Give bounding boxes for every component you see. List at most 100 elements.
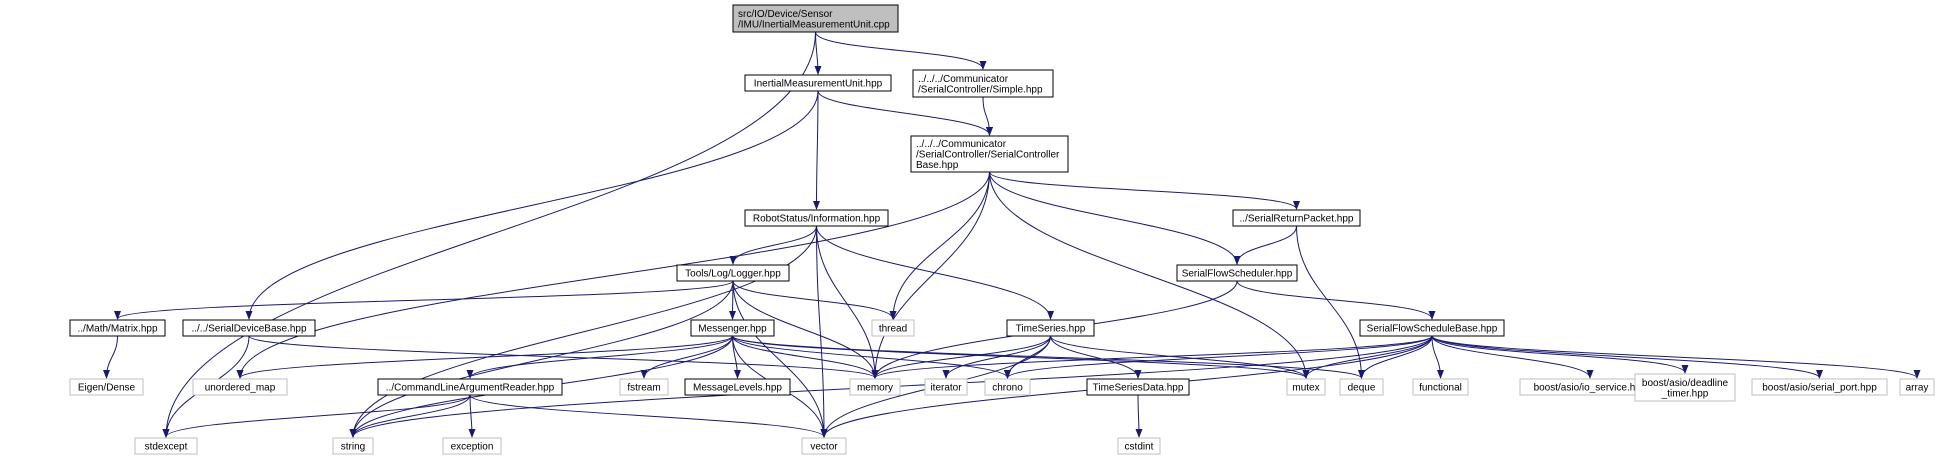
- node-tsdata[interactable]: TimeSeriesData.hpp: [1086, 378, 1190, 396]
- node-label-fstream: fstream: [627, 383, 660, 394]
- edge-timeseries-to-iterator: [942, 335, 1051, 379]
- node-msglevels[interactable]: MessageLevels.hpp: [684, 378, 791, 396]
- node-timeseries[interactable]: TimeSeries.hpp: [1006, 319, 1095, 337]
- edge-messenger-to-deque: [732, 335, 1365, 379]
- node-label-simple: /SerialController/Simple.hpp: [918, 84, 1043, 95]
- node-layer: src/IO/Device/Sensor/IMU/InertialMeasure…: [69, 4, 1935, 455]
- edge-fsbase-to-io_service: [1431, 335, 1594, 379]
- node-box-vector: [801, 437, 847, 455]
- node-matrix[interactable]: ../Math/Matrix.hpp: [69, 319, 166, 337]
- node-box-retpkt: [1232, 209, 1361, 227]
- edge-fsbase-to-mutex: [1302, 335, 1433, 379]
- edge-root-to-simple: [815, 31, 987, 70]
- node-box-array: [1899, 378, 1935, 396]
- edge-devbase-to-memory: [248, 335, 879, 379]
- edge-info-to-string: [349, 225, 817, 438]
- node-box-mutex: [1286, 378, 1326, 396]
- node-label-deque: deque: [1348, 383, 1376, 394]
- node-box-deque: [1339, 378, 1384, 396]
- edge-fsbase-to-functional: [1431, 335, 1444, 379]
- node-eigen: Eigen/Dense: [69, 378, 144, 396]
- node-box-sc_base: [910, 135, 1069, 173]
- node-info[interactable]: RobotStatus/Information.hpp: [744, 209, 889, 227]
- node-fstream: fstream: [619, 378, 669, 396]
- node-label-serial_port: boost/asio/serial_port.hpp: [1762, 383, 1877, 394]
- node-retpkt[interactable]: ../SerialReturnPacket.hpp: [1232, 209, 1361, 227]
- node-box-stdexcept: [134, 437, 198, 455]
- node-label-imu_hpp: InertialMeasurementUnit.hpp: [754, 79, 883, 90]
- node-sc_base[interactable]: ../../../Communicator/SerialController/S…: [910, 135, 1069, 173]
- node-box-thread: [871, 319, 915, 337]
- node-vector: vector: [801, 437, 847, 455]
- node-box-serial_port: [1751, 378, 1888, 396]
- edge-tsdata-to-cstdint: [1135, 394, 1143, 438]
- node-box-cstdint: [1117, 437, 1161, 455]
- node-array: array: [1899, 378, 1935, 396]
- edge-root-to-imu_hpp: [814, 31, 822, 75]
- edge-info-to-memory: [816, 225, 879, 379]
- node-umap: unordered_map: [192, 378, 288, 396]
- node-messenger[interactable]: Messenger.hpp: [690, 319, 775, 337]
- edge-retpkt-to-flowsched: [1233, 225, 1297, 265]
- node-simple[interactable]: ../../../Communicator/SerialController/S…: [912, 69, 1054, 98]
- node-label-msglevels: MessageLevels.hpp: [693, 383, 782, 394]
- node-chrono: chrono: [984, 378, 1031, 396]
- node-label-eigen: Eigen/Dense: [78, 383, 136, 394]
- edge-layer: [103, 31, 1921, 438]
- node-devbase[interactable]: ../../SerialDeviceBase.hpp: [182, 319, 316, 337]
- node-box-msglevels: [684, 378, 791, 396]
- node-root[interactable]: src/IO/Device/Sensor/IMU/InertialMeasure…: [732, 4, 899, 33]
- node-label-deadline: boost/asio/deadline: [1642, 378, 1729, 389]
- node-label-iterator: iterator: [930, 383, 962, 394]
- edge-imu_hpp-to-devbase: [245, 90, 819, 320]
- node-label-sc_base: ../../../Communicator: [916, 139, 1007, 150]
- edge-logger-to-vector: [732, 280, 828, 438]
- node-box-fsbase: [1359, 319, 1505, 337]
- edge-messenger-to-memory: [732, 335, 879, 379]
- node-label-thread: thread: [879, 324, 907, 335]
- node-cmdline[interactable]: ../CommandLineArgumentReader.hpp: [377, 378, 563, 396]
- node-fsbase[interactable]: SerialFlowScheduleBase.hpp: [1359, 319, 1505, 337]
- edge-sc_base-to-thread: [889, 171, 990, 320]
- node-box-info: [744, 209, 889, 227]
- node-box-chrono: [984, 378, 1031, 396]
- node-label-sc_base: /SerialController/SerialController: [916, 150, 1060, 161]
- edge-logger-to-thread: [732, 280, 897, 320]
- node-label-flowsched: SerialFlowScheduler.hpp: [1182, 269, 1293, 280]
- node-label-functional: functional: [1419, 383, 1462, 394]
- node-imu_hpp[interactable]: InertialMeasurementUnit.hpp: [744, 74, 892, 92]
- edge-cmdline-to-stdexcept: [162, 394, 471, 438]
- edge-sc_base-to-umap: [236, 171, 990, 379]
- node-label-string: string: [341, 442, 365, 453]
- edge-messenger-to-cmdline: [466, 335, 733, 379]
- node-box-matrix: [69, 319, 166, 337]
- edge-flowsched-to-fsbase: [1236, 280, 1436, 320]
- node-label-logger: Tools/Log/Logger.hpp: [685, 269, 781, 280]
- node-serial_port: boost/asio/serial_port.hpp: [1751, 378, 1888, 396]
- node-label-retpkt: ../SerialReturnPacket.hpp: [1240, 214, 1354, 225]
- node-box-eigen: [69, 378, 144, 396]
- node-label-vector: vector: [810, 442, 838, 453]
- edge-info-to-vector: [816, 225, 828, 438]
- edge-fsbase-to-array: [1431, 335, 1921, 379]
- node-memory: memory: [849, 378, 901, 396]
- edge-matrix-to-eigen: [103, 335, 118, 379]
- node-label-fsbase: SerialFlowScheduleBase.hpp: [1367, 324, 1498, 335]
- node-label-root: /IMU/InertialMeasurementUnit.cpp: [738, 19, 890, 30]
- edge-cmdline-to-exception: [468, 394, 476, 438]
- node-stdexcept: stdexcept: [134, 437, 198, 455]
- node-label-deadline: _timer.hpp: [1661, 388, 1709, 399]
- node-box-flowsched: [1176, 264, 1298, 282]
- node-box-messenger: [690, 319, 775, 337]
- node-label-memory: memory: [857, 383, 893, 394]
- node-label-devbase: ../../SerialDeviceBase.hpp: [191, 324, 306, 335]
- node-box-logger: [676, 264, 790, 282]
- node-box-deadline: [1634, 373, 1736, 402]
- edge-fsbase-to-chrono: [1004, 335, 1433, 379]
- node-label-sc_base: Base.hpp: [916, 160, 959, 171]
- node-logger[interactable]: Tools/Log/Logger.hpp: [676, 264, 790, 282]
- node-thread: thread: [871, 319, 915, 337]
- node-box-string: [332, 437, 374, 455]
- node-flowsched[interactable]: SerialFlowScheduler.hpp: [1176, 264, 1298, 282]
